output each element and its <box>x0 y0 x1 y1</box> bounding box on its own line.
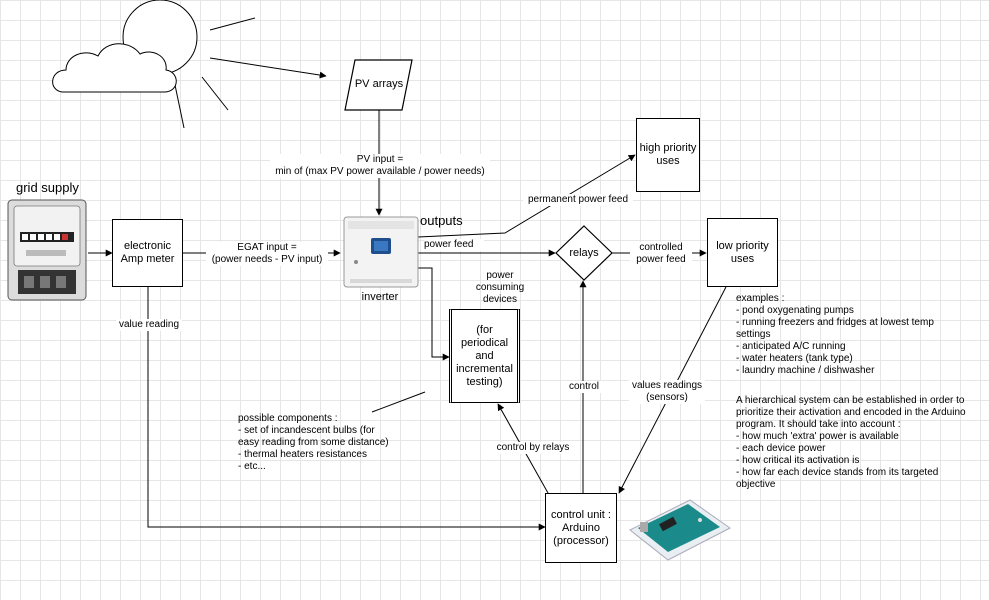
test-devices-box: (for periodical and incremental testing) <box>449 309 520 403</box>
amp-meter-box: electronic Amp meter <box>112 219 183 287</box>
pv-arrays-label: PV arrays <box>354 78 404 90</box>
permanent-feed-label: permanent power feed <box>523 194 633 206</box>
components-note: possible components : - set of incandesc… <box>238 413 389 472</box>
egat-input-label: EGAT input = (power needs - PV input) <box>206 242 328 266</box>
low-priority-box: low priority uses <box>707 218 778 287</box>
cloud-icon <box>52 43 177 93</box>
relays-label: relays <box>569 247 599 259</box>
power-consuming-label: power consuming devices <box>475 270 525 305</box>
inverter-label: inverter <box>361 291 399 303</box>
relays-shape <box>555 225 613 281</box>
arduino-image <box>629 499 731 561</box>
control-by-relays-label: control by relays <box>493 442 573 454</box>
outputs-label: outputs <box>420 213 463 228</box>
control-unit-box: control unit : Arduino (processor) <box>545 493 617 563</box>
hierarchy-note: A hierarchical system can be established… <box>736 395 966 490</box>
pv-arrays-shape <box>344 59 413 111</box>
electric-meter-image <box>7 199 87 301</box>
high-priority-box: high priority uses <box>636 118 700 192</box>
power-feed-label: power feed <box>424 239 484 251</box>
examples-note: examples : - pond oxygenating pumps - ru… <box>736 293 934 376</box>
controlled-feed-label: controlled power feed <box>630 242 692 266</box>
inverter-image <box>343 216 419 288</box>
grid-supply-label: grid supply <box>16 180 79 195</box>
pv-input-label: PV input = min of (max PV power availabl… <box>270 154 490 178</box>
control-label: control <box>565 381 603 393</box>
values-readings-label: values readings (sensors) <box>629 380 705 404</box>
value-reading-label: value reading <box>116 319 182 331</box>
